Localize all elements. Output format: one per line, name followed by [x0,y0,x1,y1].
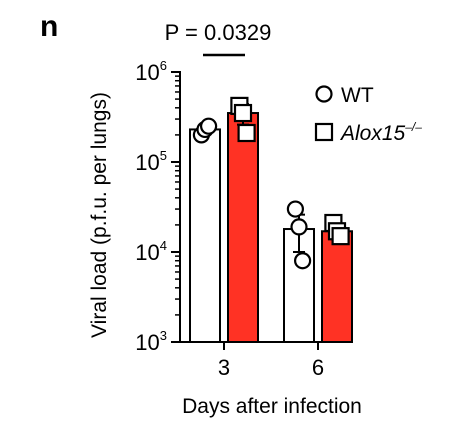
y-tick-label: 103 [135,328,167,355]
bar-wt-day3 [189,128,221,343]
x-axis-title: Days after infection [182,395,362,418]
data-point-wt-day6 [290,218,308,236]
legend-marker-wt [315,85,333,103]
data-point-ko-day3 [233,103,253,123]
bar-ko-day3 [227,112,259,343]
y-tick-label: 104 [135,238,167,265]
significance-annotation: P = 0.0329 [165,20,272,57]
data-point-wt-day6 [286,200,304,218]
legend-marker-ko [314,122,334,142]
legend-label-wt: WT [341,84,374,107]
data-point-ko-day3 [237,123,256,143]
y-axis-title: Viral load (p.f.u. per lungs) [88,92,111,338]
y-axis: 103 104 105 106 [135,58,181,355]
x-tick-label: 6 [312,355,324,380]
x-tick-label: 3 [218,355,230,380]
legend-label-ko: Alox15–/– [339,120,422,145]
legend: WT Alox15–/– [314,84,422,145]
y-tick-label: 105 [135,148,167,175]
data-point-ko-day6 [331,227,350,246]
p-value-label: P = 0.0329 [165,20,272,45]
bar-ko-day6 [321,230,353,343]
points-layer [192,96,350,270]
y-tick-label: 106 [135,58,167,85]
panel-label: n [40,10,58,43]
data-point-wt-day3 [200,117,218,135]
data-point-wt-day6 [294,252,312,270]
